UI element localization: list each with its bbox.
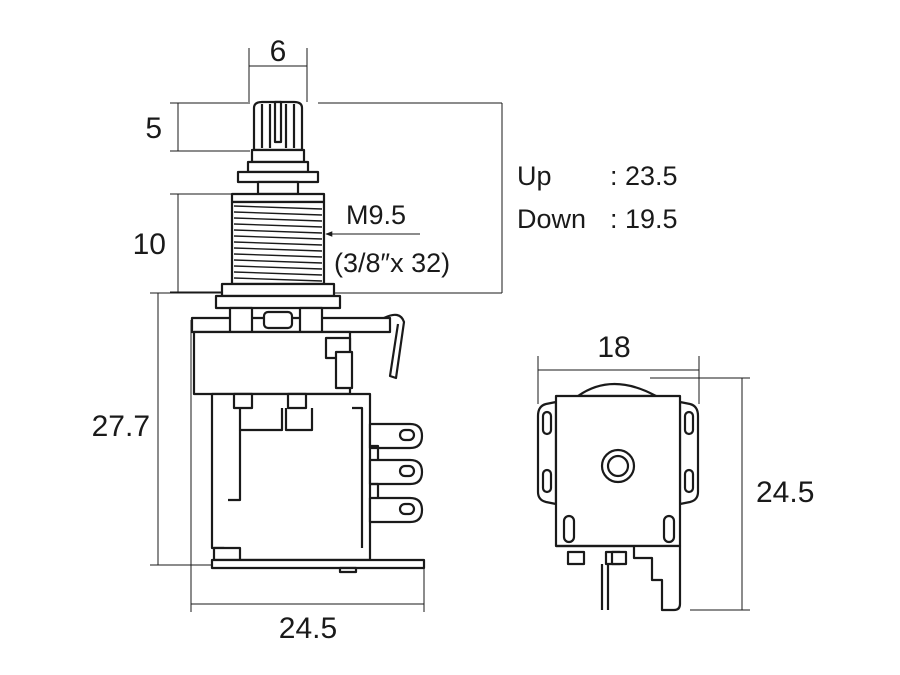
mounting-nut	[214, 282, 342, 310]
threaded-bushing	[230, 200, 326, 286]
shaft-collar	[230, 148, 326, 204]
knurl-length-label: 5	[145, 112, 162, 145]
up-label: Up	[517, 161, 552, 191]
thread-line	[233, 205, 323, 210]
bushing-length-label: 10	[133, 228, 166, 261]
thread-line	[233, 253, 323, 258]
up-value: : 23.5	[610, 161, 678, 191]
down-value: : 19.5	[610, 204, 678, 234]
dimension-shaft-diameter: 6	[248, 35, 308, 102]
down-label: Down	[517, 204, 586, 234]
switch-housing	[210, 392, 372, 562]
mounting-plate	[190, 306, 406, 380]
rear-view: 18 24.5	[536, 331, 814, 612]
thread-line	[233, 247, 323, 252]
dimension-body-width: 24.5	[190, 320, 425, 645]
shaft-knurl	[252, 100, 304, 152]
dimension-body-height: 27.7	[92, 292, 232, 566]
thread-line	[233, 277, 323, 282]
travel-spec: Up : 23.5 Down : 19.5	[517, 161, 678, 234]
shaft-diameter-label: 6	[270, 35, 287, 68]
thread-line	[233, 235, 323, 240]
dimension-rear-width: 18	[537, 331, 700, 404]
thread-line	[233, 241, 323, 246]
thread-line	[233, 265, 323, 270]
thread-spec-label: (3/8″x 32)	[334, 248, 450, 278]
rear-side-tabs	[536, 400, 700, 506]
base-plate	[210, 558, 426, 574]
thread-line	[233, 259, 323, 264]
rear-height-label: 24.5	[756, 476, 814, 509]
rear-body	[554, 394, 682, 548]
rear-switch-section	[556, 544, 682, 612]
thread-callout: M9.5 (3/8″x 32)	[325, 200, 450, 278]
thread-line	[233, 271, 323, 276]
rear-width-label: 18	[597, 331, 630, 364]
thread-line	[233, 223, 323, 228]
thread-size-label: M9.5	[346, 200, 406, 230]
thread-line	[233, 217, 323, 222]
dimension-travel-bracket	[318, 102, 503, 294]
rear-cap	[576, 382, 658, 398]
dimension-rear-height: 24.5	[650, 377, 814, 611]
side-view: 6 5 10 27.7 24.5	[92, 35, 503, 645]
pot-body	[192, 330, 354, 396]
body-width-label: 24.5	[279, 612, 337, 645]
thread-line	[233, 211, 323, 216]
body-height-label: 27.7	[92, 410, 150, 443]
thread-line	[233, 229, 323, 234]
dimension-knurl-length: 5	[145, 102, 250, 152]
dimension-bushing-length: 10	[133, 193, 232, 293]
solder-lugs	[368, 422, 424, 524]
